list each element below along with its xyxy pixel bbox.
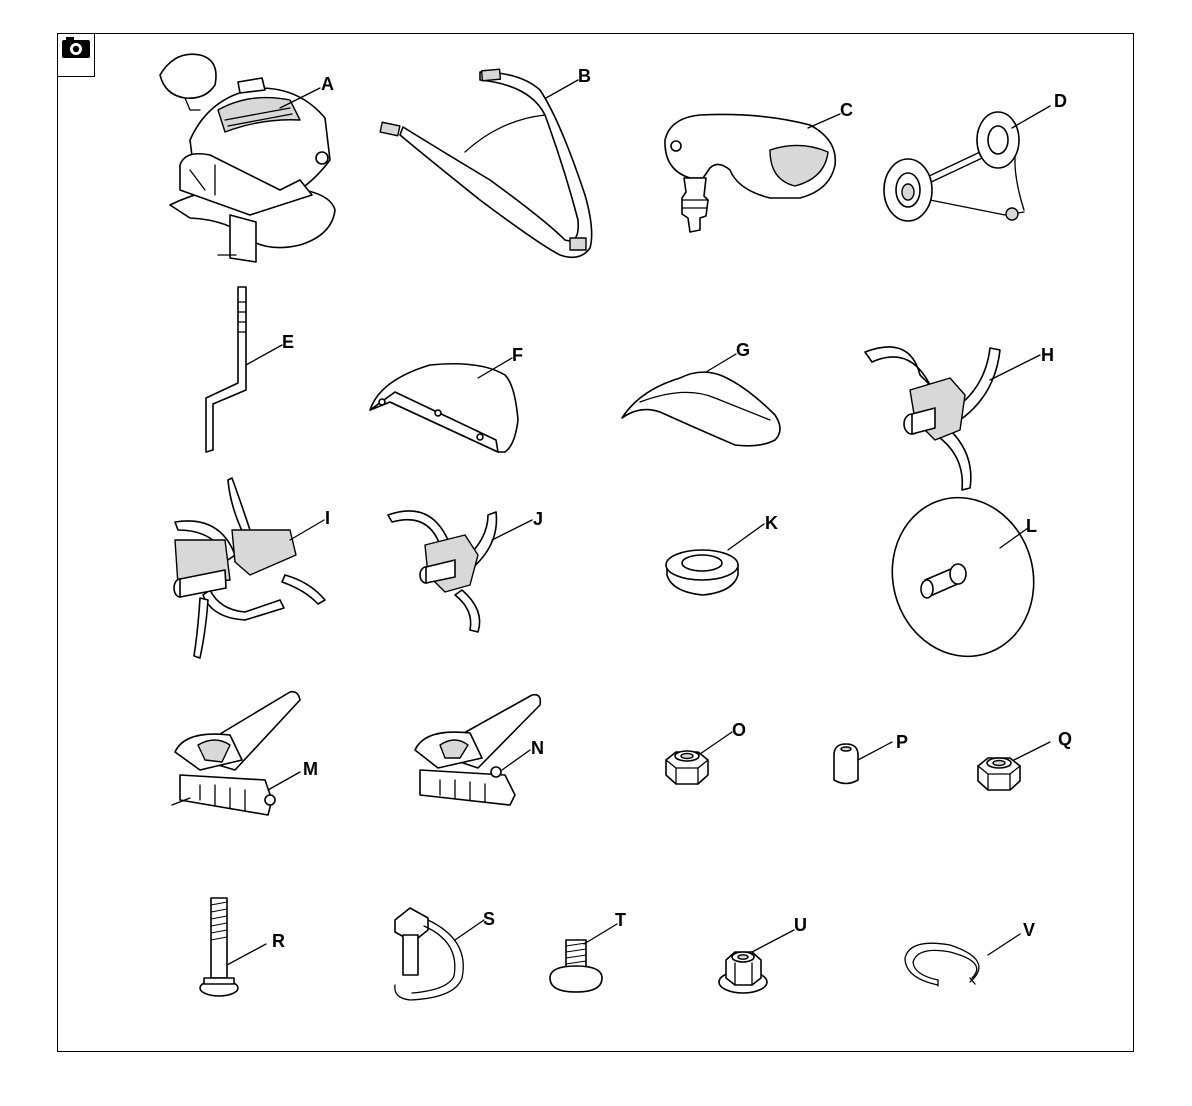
part-label-p: P	[896, 732, 908, 752]
part-label-k: K	[765, 513, 778, 533]
part-label-c: C	[840, 100, 853, 120]
lock-nut-icon	[978, 758, 1020, 790]
part-label-i: I	[325, 508, 330, 528]
part-label-n: N	[531, 738, 544, 758]
part-label-t: T	[615, 910, 626, 930]
part-label-q: Q	[1058, 729, 1072, 749]
part-label-f: F	[512, 345, 523, 365]
transport-wheels-icon	[884, 112, 1024, 221]
tine-guard-icon	[370, 364, 518, 452]
spring-clip-icon	[905, 943, 979, 986]
double-tine-set-icon	[174, 478, 325, 658]
part-label-g: G	[736, 340, 750, 360]
part-label-e: E	[282, 332, 294, 352]
lock-nut-icon	[666, 751, 708, 784]
part-label-o: O	[732, 720, 746, 740]
clamp-lever-icon	[172, 692, 300, 815]
carriage-bolt-icon	[550, 940, 602, 992]
part-label-v: V	[1023, 920, 1035, 940]
part-label-m: M	[303, 759, 318, 779]
lynch-pin-icon	[395, 908, 463, 1000]
camera-icon	[62, 37, 90, 58]
part-label-a: A	[321, 74, 334, 94]
tine-set-icon	[388, 511, 496, 632]
handle-bracket-icon	[665, 114, 835, 232]
part-label-l: L	[1026, 516, 1037, 536]
bolt-icon	[200, 898, 238, 996]
clamp-lever-icon	[415, 695, 540, 805]
engine-unit-icon	[160, 54, 335, 262]
part-label-b: B	[578, 66, 591, 86]
protective-disc-icon	[875, 482, 1052, 673]
cover-icon	[622, 372, 780, 446]
depth-stake-icon	[206, 287, 246, 452]
part-label-j: J	[533, 509, 543, 529]
handlebar-icon	[380, 69, 592, 257]
part-label-r: R	[272, 931, 285, 951]
flange-nut-icon	[719, 952, 767, 993]
part-label-u: U	[794, 915, 807, 935]
part-label-h: H	[1041, 345, 1054, 365]
sleeve-icon	[834, 744, 858, 784]
spacer-ring-icon	[666, 550, 738, 595]
tine-set-icon	[865, 347, 1000, 490]
part-label-s: S	[483, 909, 495, 929]
part-label-d: D	[1054, 91, 1067, 111]
